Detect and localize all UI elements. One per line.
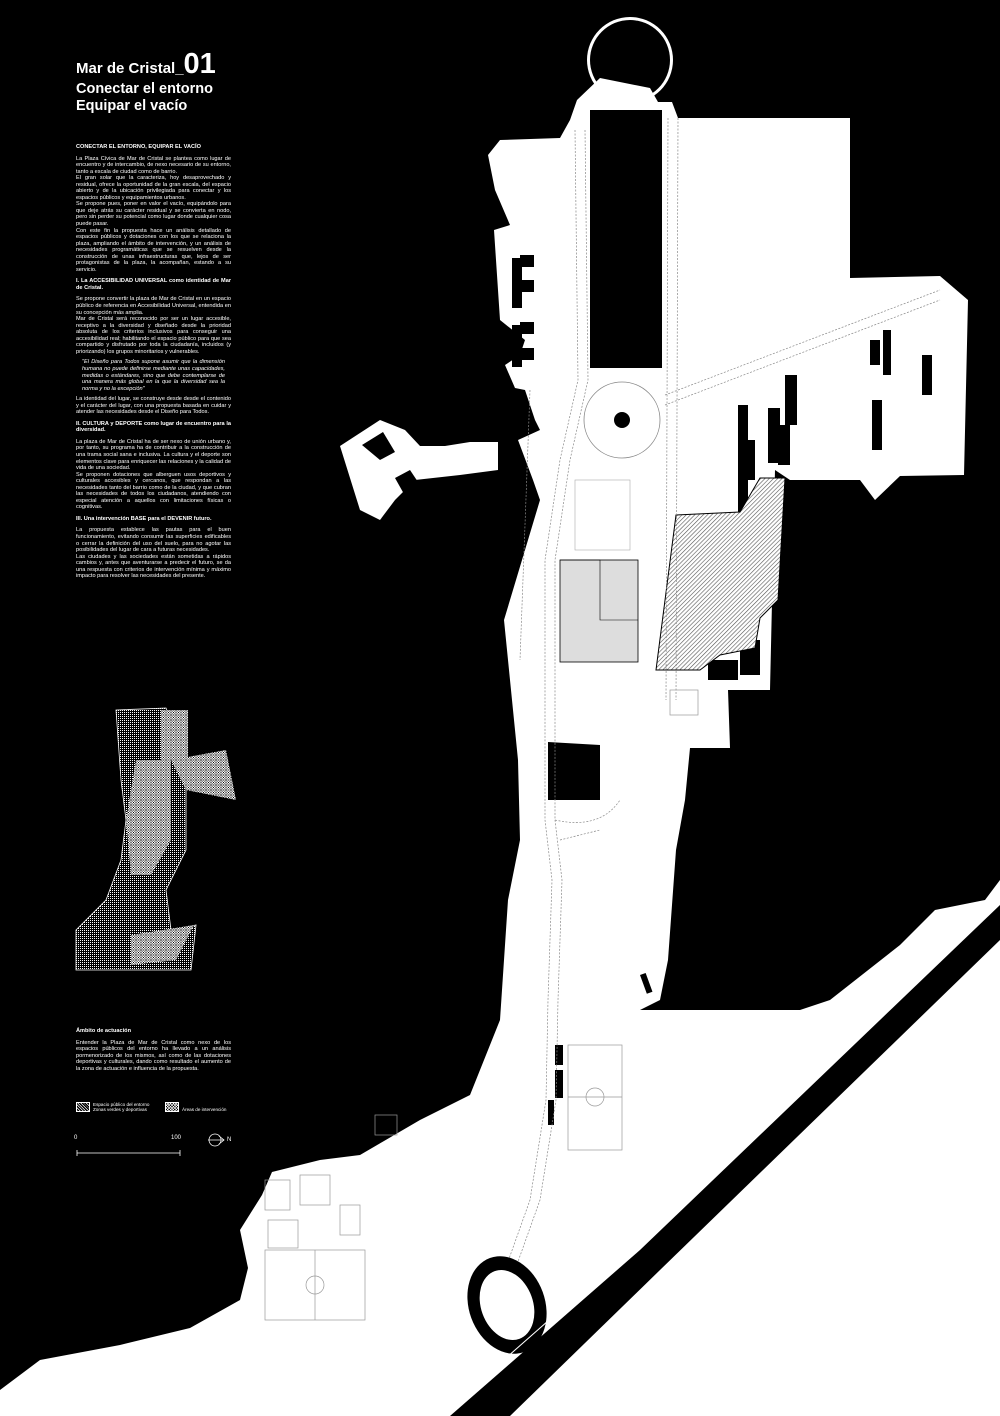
ambito-heading: Ámbito de actuación bbox=[76, 1028, 132, 1034]
legend-swatch bbox=[165, 1102, 179, 1112]
ambito-body: Entender la Plaza de Mar de Cristal como… bbox=[76, 1039, 231, 1072]
north-label: N bbox=[227, 1137, 232, 1143]
quote: "El Diseño para Todos supone asumir que … bbox=[82, 359, 225, 392]
key-plan bbox=[75, 707, 236, 971]
section-heading: II. CULTURA y DEPORTE como lugar de encu… bbox=[76, 420, 231, 434]
sports-block bbox=[559, 559, 639, 663]
hatched-area bbox=[655, 477, 786, 671]
paragraph: Mar de Cristal será reconocido por ser u… bbox=[76, 316, 231, 355]
highway bbox=[439, 894, 1000, 1416]
paragraph: La plaza de Mar de Cristal ha de ser nex… bbox=[76, 438, 231, 472]
paragraph: Se proponen dotaciones que alberguen uso… bbox=[76, 471, 231, 511]
ambito-block: Ámbito de actuación Entender la Plaza de… bbox=[76, 1028, 231, 1072]
buildings bbox=[362, 110, 932, 1125]
title-prefix: Mar de Cristal_ bbox=[76, 60, 184, 77]
title-block: Mar de Cristal_01 Conectar el entorno Eq… bbox=[76, 48, 234, 115]
title-line-2: Conectar el entorno bbox=[76, 81, 213, 97]
paragraph: Las ciudades y las sociedades están some… bbox=[76, 553, 231, 580]
legend-label-line1: Espacio público del entorno bbox=[93, 1102, 150, 1107]
paragraph: Se propone convertir la plaza de Mar de … bbox=[76, 296, 231, 316]
paragraph: El gran solar que la caracteriza, hoy de… bbox=[76, 175, 231, 201]
north-arrow bbox=[208, 1133, 225, 1147]
title-number: 01 bbox=[183, 48, 216, 80]
paragraph: Con este fin la propuesta hace un anális… bbox=[76, 227, 231, 273]
scale-start: 0 bbox=[74, 1135, 78, 1141]
legend-label: Áreas de intervención bbox=[182, 1107, 227, 1112]
legend-label: Espacio público del entorno Zonas verdes… bbox=[93, 1102, 149, 1113]
legend-label-line2: Zonas verdes y deportivas bbox=[93, 1107, 147, 1113]
section-heading: III. Una intervención BASE para el DEVEN… bbox=[76, 515, 212, 522]
paragraph: La propuesta establece las pautas para e… bbox=[76, 527, 231, 554]
description-text: CONECTAR EL ENTORNO, EQUIPAR EL VACÍO La… bbox=[76, 144, 231, 580]
legend-item-intervention: Áreas de intervención bbox=[165, 1102, 226, 1112]
section-heading: CONECTAR EL ENTORNO, EQUIPAR EL VACÍO bbox=[76, 144, 201, 150]
sports-fields bbox=[264, 689, 699, 1321]
title-heading: Mar de Cristal_01 bbox=[76, 48, 234, 81]
paragraph: La identidad del lugar, se construye des… bbox=[76, 396, 231, 416]
paragraph: Se propone pues, poner en valor el vacío… bbox=[76, 201, 231, 228]
paths bbox=[504, 117, 941, 1271]
section-heading: I. La ACCESIBILIDAD UNIVERSAL como ident… bbox=[76, 278, 231, 291]
legend-item-public-space: Espacio público del entorno Zonas verdes… bbox=[76, 1102, 149, 1113]
scale-end: 100 bbox=[171, 1135, 182, 1141]
paragraph: La Plaza Cívica de Mar de Cristal se pla… bbox=[76, 155, 231, 175]
title-line-3: Equipar el vacío bbox=[76, 98, 188, 114]
legend-swatch bbox=[76, 1102, 90, 1112]
scale-bar bbox=[76, 1150, 181, 1156]
